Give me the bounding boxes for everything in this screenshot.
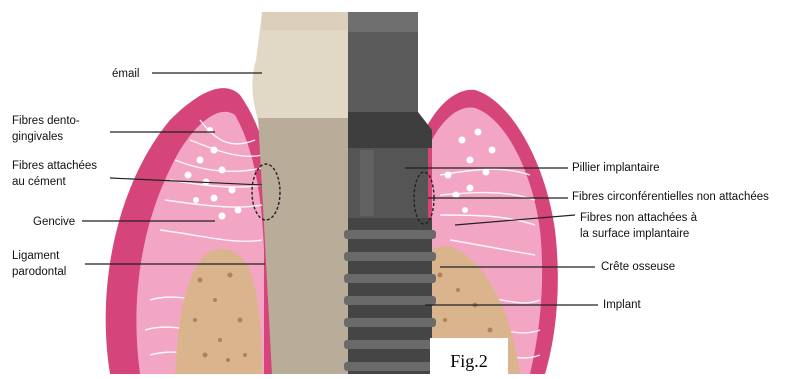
tooth-root: [258, 118, 348, 374]
label-email: émail: [112, 66, 139, 82]
figure-caption: Fig.2: [430, 338, 508, 374]
label-fibres-non-attachees: Fibres non attachées à la surface implan…: [580, 210, 697, 242]
label-fibres-circonferentielles: Fibres circonférentielles non attachées: [572, 189, 769, 205]
label-fibres-attachees-cement: Fibres attachées au cément: [12, 158, 97, 190]
implant-threads: [344, 218, 436, 374]
label-fibres-dento-gingivales: Fibres dento- gingivales: [12, 113, 80, 145]
label-crete-osseuse: Crête osseuse: [601, 259, 675, 275]
label-gencive: Gencive: [33, 214, 75, 230]
label-ligament-parodontal: Ligament parodontal: [12, 248, 66, 280]
implant-collar: [348, 112, 432, 148]
label-pillier-implantaire: Pillier implantaire: [572, 160, 660, 176]
label-implant: Implant: [603, 297, 641, 313]
